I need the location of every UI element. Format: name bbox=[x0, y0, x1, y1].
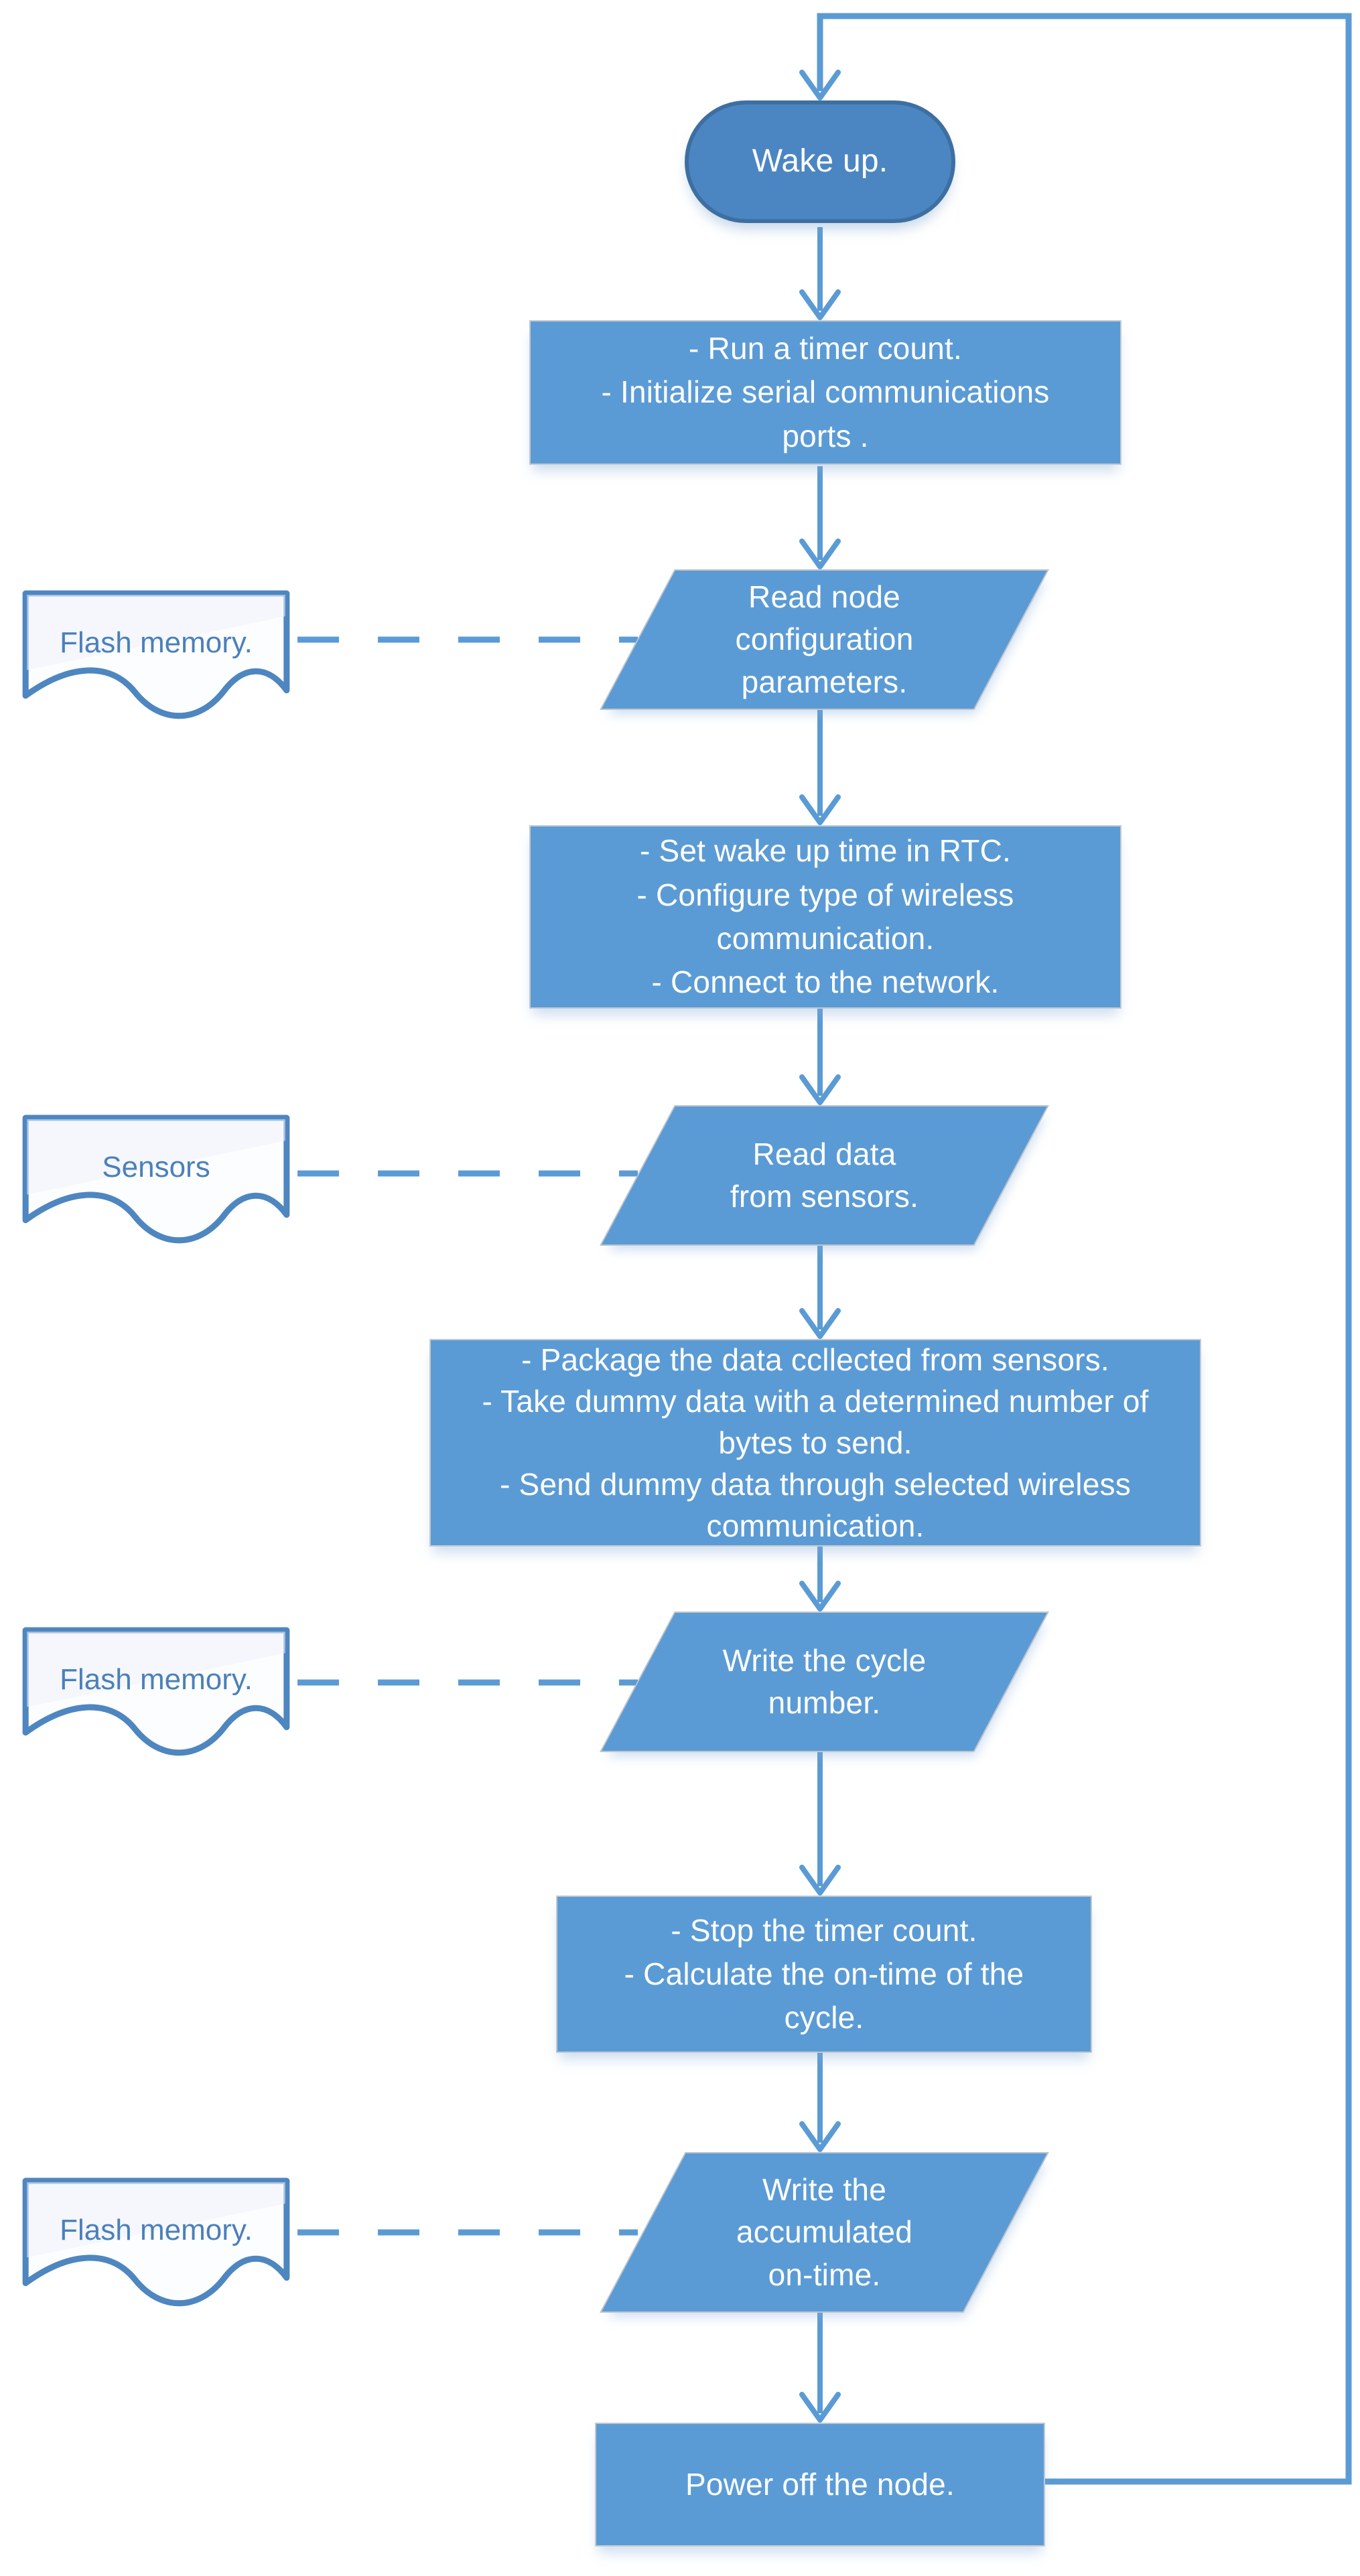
node-read-data: Read data from sensors. bbox=[600, 1105, 1049, 1246]
node-init-timer-serial-label: - Run a timer count. - Initialize serial… bbox=[601, 331, 1050, 453]
doc-flash-memory-1-label: Flash memory. bbox=[60, 626, 253, 659]
document-shape-icon bbox=[22, 2177, 290, 2307]
node-write-on-time: Write the accumulated on-time. bbox=[600, 2152, 1049, 2313]
node-read-config: Read node configuration parameters. bbox=[600, 569, 1049, 710]
node-init-timer-serial: - Run a timer count. - Initialize serial… bbox=[529, 320, 1121, 465]
doc-flash-memory-3: Flash memory. bbox=[21, 2177, 291, 2332]
document-shape-icon bbox=[22, 590, 290, 719]
doc-flash-memory-1: Flash memory. bbox=[21, 589, 291, 745]
node-package-send: - Package the data ccllected from sensor… bbox=[429, 1339, 1201, 1547]
node-write-cycle-number: Write the cycle number. bbox=[600, 1612, 1049, 1752]
node-stop-timer: - Stop the timer count. - Calculate the … bbox=[556, 1895, 1092, 2053]
arrowhead-icon bbox=[799, 2392, 841, 2423]
doc-flash-memory-2-label: Flash memory. bbox=[60, 1663, 253, 1696]
doc-sensors: Sensors bbox=[21, 1114, 291, 1269]
node-write-cycle-number-label: Write the cycle number. bbox=[722, 1642, 927, 1720]
node-power-off-label: Power off the node. bbox=[685, 2466, 955, 2502]
document-shape-icon bbox=[22, 1627, 290, 1756]
arrowhead-icon bbox=[799, 1074, 841, 1105]
node-package-send-label: - Package the data ccllected from sensor… bbox=[482, 1342, 1149, 1544]
arrowhead-icon bbox=[799, 1308, 841, 1339]
arrowhead-icon bbox=[799, 1865, 841, 1895]
node-wake-up-label: Wake up. bbox=[752, 143, 888, 180]
doc-sensors-label: Sensors bbox=[102, 1151, 210, 1184]
node-read-data-label: Read data from sensors. bbox=[730, 1136, 919, 1214]
arrowhead-icon bbox=[799, 70, 841, 100]
node-stop-timer-label: - Stop the timer count. - Calculate the … bbox=[624, 1912, 1024, 2035]
node-setup-rtc-wireless: - Set wake up time in RTC. - Configure t… bbox=[529, 825, 1121, 1009]
arrowhead-icon bbox=[799, 539, 841, 569]
arrowhead-icon bbox=[799, 2121, 841, 2152]
node-write-on-time-label: Write the accumulated on-time. bbox=[736, 2171, 913, 2292]
node-wake-up: Wake up. bbox=[685, 100, 955, 223]
node-setup-rtc-wireless-label: - Set wake up time in RTC. - Configure t… bbox=[636, 833, 1014, 1000]
node-power-off: Power off the node. bbox=[595, 2423, 1045, 2547]
doc-flash-memory-2: Flash memory. bbox=[21, 1626, 291, 1782]
doc-flash-memory-3-label: Flash memory. bbox=[60, 2214, 253, 2246]
arrowhead-icon bbox=[799, 289, 841, 320]
node-read-config-label: Read node configuration parameters. bbox=[735, 579, 914, 699]
document-shape-icon bbox=[22, 1115, 290, 1244]
arrowhead-icon bbox=[799, 794, 841, 825]
arrowhead-icon bbox=[799, 1581, 841, 1612]
